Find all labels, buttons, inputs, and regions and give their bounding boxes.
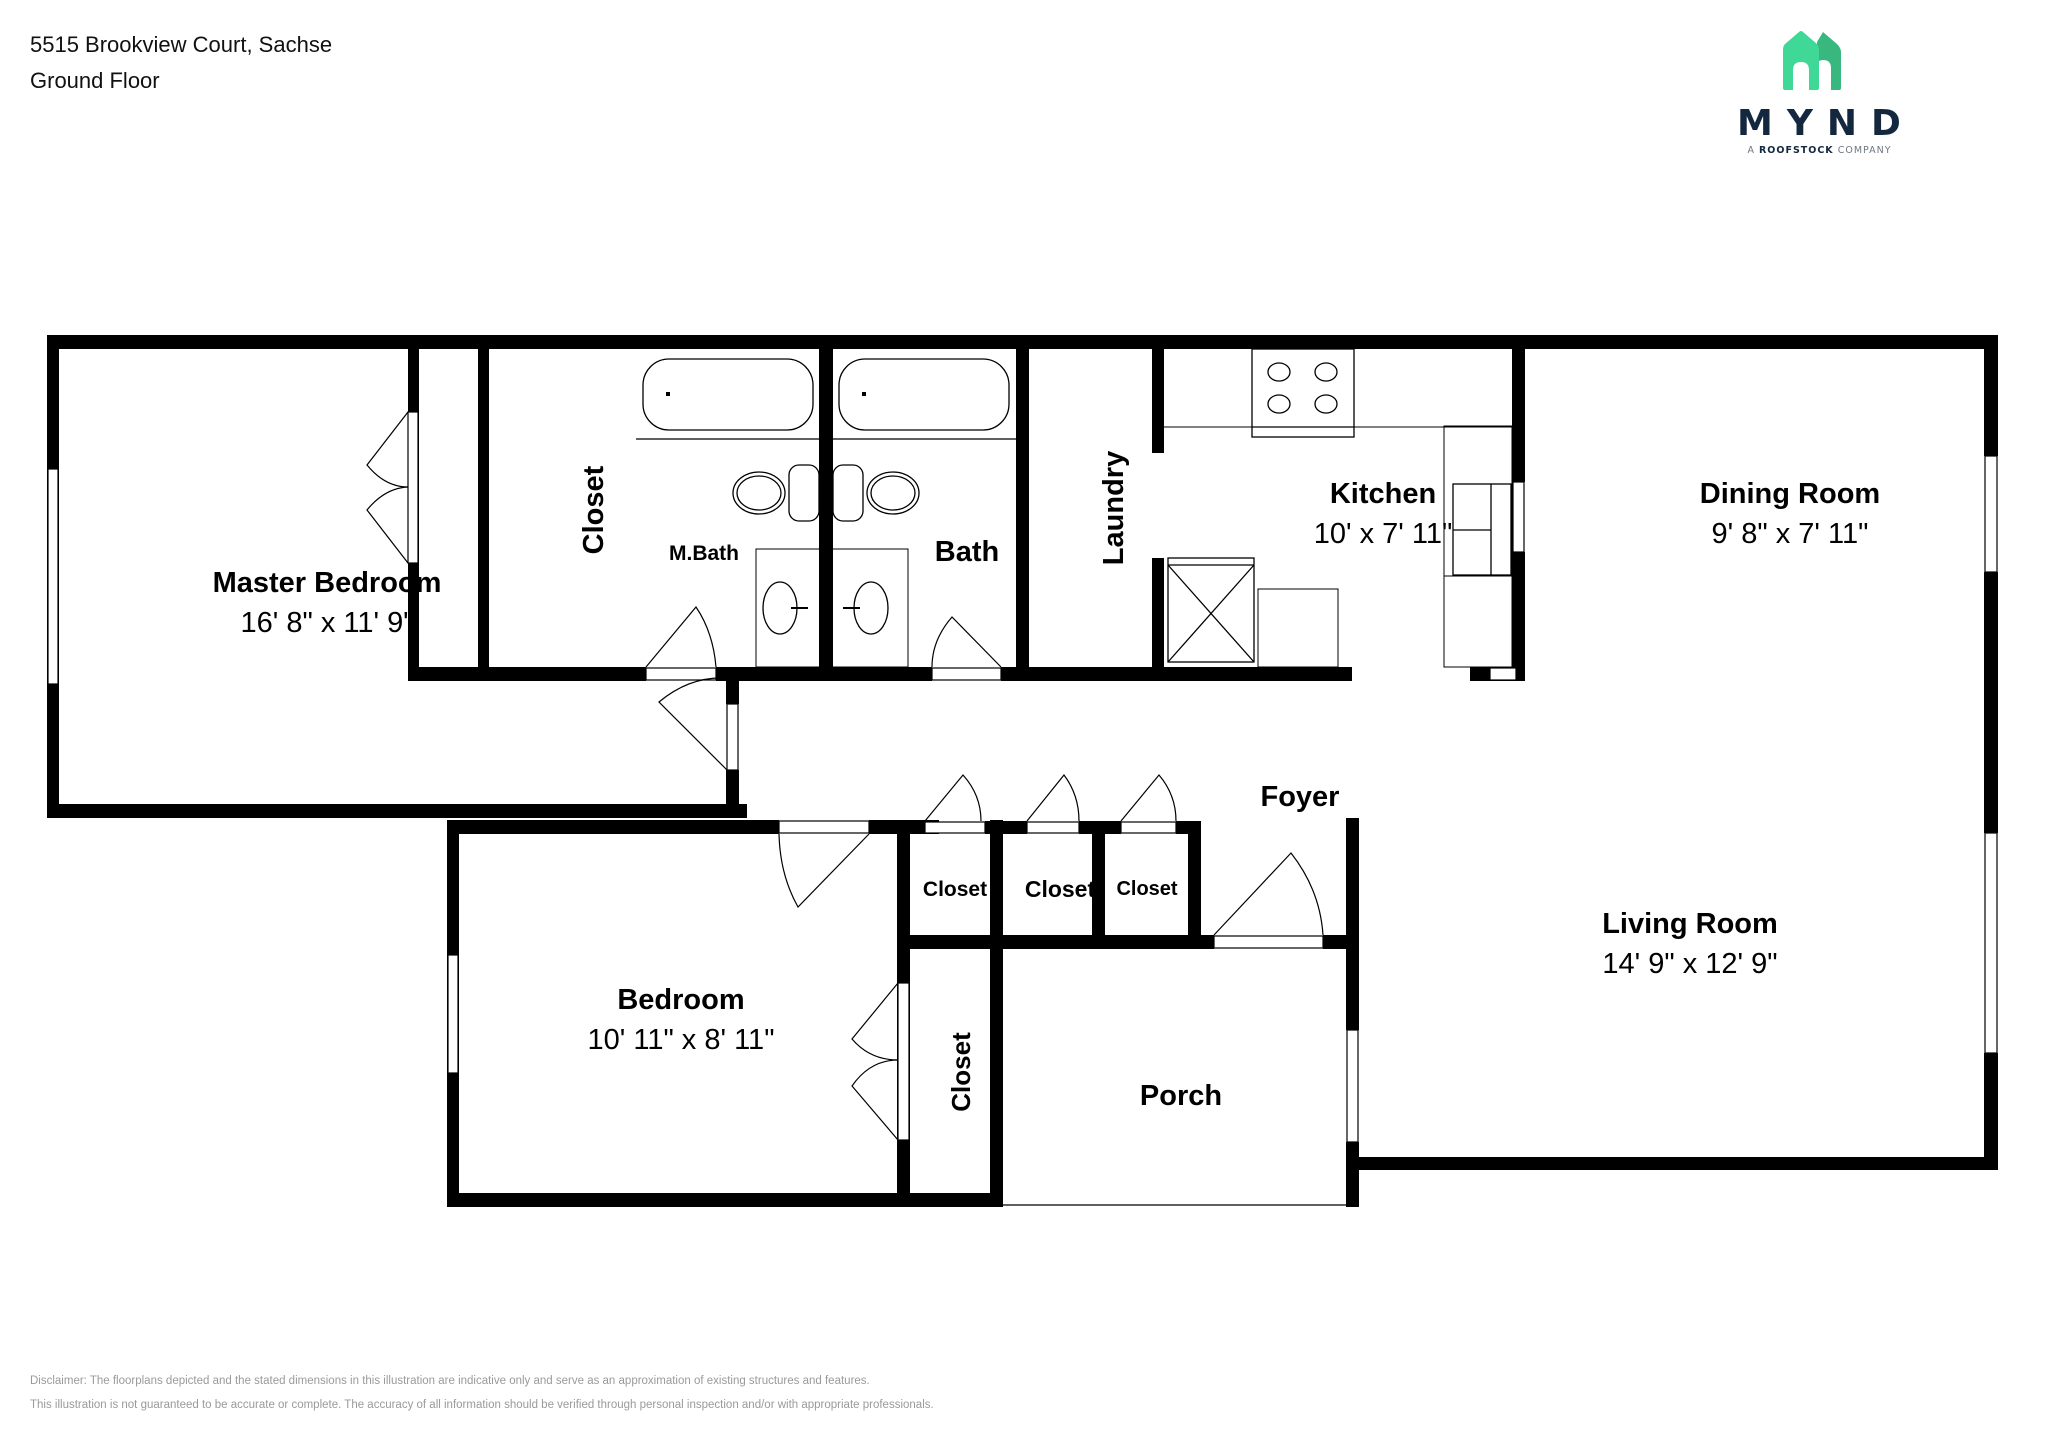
door-swings — [366, 411, 1324, 1141]
door-swing — [924, 774, 982, 822]
room-name-bedroom-closet: Closet — [946, 1032, 976, 1112]
room-dims-living-room: 14' 9" x 12' 9" — [1602, 948, 1777, 980]
stove — [1251, 348, 1355, 438]
house-logo-icon — [1783, 31, 1841, 90]
walls — [47, 335, 1998, 1207]
room-name-bath: Bath — [935, 536, 999, 568]
toilet — [732, 464, 820, 522]
room-dims-dining-room: 9' 8" x 7' 11" — [1712, 518, 1869, 550]
room-name-hall-closet-1: Closet — [923, 878, 987, 901]
room-name-living-room: Living Room — [1602, 908, 1778, 940]
room-name-master-bath: M.Bath — [669, 542, 739, 565]
door-swing — [366, 411, 409, 488]
room-name-hall-closet-2: Closet — [1025, 876, 1096, 902]
door-swing — [1120, 774, 1177, 822]
washer — [1167, 557, 1255, 663]
door-swing — [1213, 852, 1324, 936]
door-swing — [851, 1059, 899, 1141]
room-name-hall-closet-3: Closet — [1116, 878, 1177, 900]
room-name-kitchen: Kitchen — [1330, 478, 1436, 510]
room-dims-kitchen: 10' x 7' 11" — [1314, 518, 1453, 550]
room-dims-bedroom: 10' 11" x 8' 11" — [588, 1024, 775, 1056]
closet-door-opening — [407, 411, 419, 564]
room-name-foyer: Foyer — [1261, 781, 1340, 813]
dryer — [1257, 588, 1339, 668]
disclaimer-line-2: This illustration is not guaranteed to b… — [30, 1399, 934, 1411]
door-swing — [931, 616, 1002, 668]
floor-label: Ground Floor — [30, 68, 160, 93]
door-swing — [851, 982, 899, 1061]
door-swing — [366, 486, 409, 564]
toilet — [832, 464, 920, 522]
logo-wordmark: MYND — [1737, 103, 1915, 144]
bathtub — [838, 358, 1010, 431]
mynd-logo: MYND A ROOFSTOCK COMPANY — [1737, 28, 1907, 158]
fixtures — [636, 348, 1513, 668]
door-swing — [778, 833, 870, 908]
bathtub — [642, 358, 814, 431]
openings — [47, 411, 1998, 1206]
room-name-porch: Porch — [1140, 1080, 1222, 1112]
room-labels: Master Bedroom 16' 8" x 11' 9" Closet M.… — [213, 451, 1881, 1112]
room-name-dining-room: Dining Room — [1700, 478, 1880, 510]
counter — [1443, 425, 1513, 668]
window — [47, 468, 59, 685]
room-name-laundry: Laundry — [1098, 451, 1130, 565]
vanity — [755, 548, 909, 668]
door-swing — [645, 606, 717, 668]
room-name-master-closet: Closet — [578, 465, 610, 554]
disclaimer-line-1: Disclaimer: The floorplans depicted and … — [30, 1375, 870, 1387]
room-name-master-bedroom: Master Bedroom — [213, 567, 442, 599]
logo-tagline: A ROOFSTOCK COMPANY — [1747, 145, 1892, 156]
door-swing — [1026, 774, 1080, 822]
room-name-bedroom: Bedroom — [617, 984, 744, 1016]
door-swing — [658, 677, 728, 771]
room-dims-master-bedroom: 16' 8" x 11' 9" — [240, 607, 413, 639]
property-address: 5515 Brookview Court, Sachse — [30, 32, 333, 57]
